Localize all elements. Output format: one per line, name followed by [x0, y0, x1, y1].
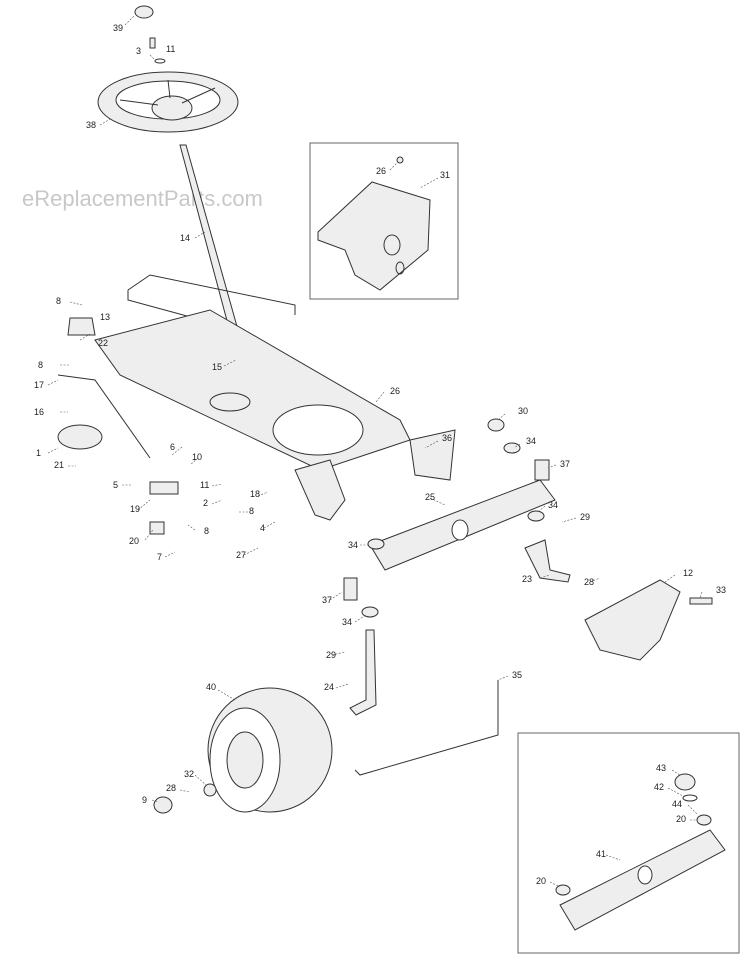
- label-8-c: 8: [204, 526, 209, 536]
- label-19: 19: [130, 504, 140, 514]
- label-32: 32: [184, 769, 194, 779]
- label-37-b: 37: [322, 595, 332, 605]
- inset-axle: [559, 829, 726, 931]
- label-44: 44: [672, 799, 682, 809]
- label-38: 38: [86, 120, 96, 130]
- label-13: 13: [100, 312, 110, 322]
- label-42: 42: [654, 782, 664, 792]
- label-1: 1: [36, 448, 41, 458]
- label-39: 39: [113, 23, 123, 33]
- tie-rod: [354, 680, 499, 776]
- label-12: 12: [683, 568, 693, 578]
- label-28-a: 28: [584, 577, 594, 587]
- steering-cap: [134, 5, 154, 19]
- label-20-c: 20: [536, 876, 546, 886]
- label-37-a: 37: [560, 459, 570, 469]
- bushing-20-inset: [696, 814, 712, 826]
- bolt-33: [689, 597, 713, 605]
- part-labels: 39 3 11 38 14 26 31 8 13 22 8 17 16 1 21…: [34, 23, 726, 886]
- label-22: 22: [98, 338, 108, 348]
- drag-link: [57, 374, 151, 459]
- label-11-b: 11: [200, 480, 209, 490]
- label-33: 33: [716, 585, 726, 595]
- label-5: 5: [113, 480, 118, 490]
- label-29-b: 29: [326, 650, 336, 660]
- label-6: 6: [170, 442, 175, 452]
- label-16: 16: [34, 407, 44, 417]
- steering-gear-1: [57, 424, 103, 450]
- label-15: 15: [212, 362, 222, 372]
- bushing-20: [149, 521, 165, 535]
- ring-42: [682, 794, 698, 802]
- label-34-b: 34: [548, 500, 558, 510]
- label-17: 17: [34, 380, 44, 390]
- arm-19: [149, 481, 179, 495]
- plate-22: [67, 317, 96, 336]
- label-2: 2: [203, 498, 208, 508]
- label-10: 10: [192, 452, 202, 462]
- label-9: 9: [142, 795, 147, 805]
- label-20-a: 20: [129, 536, 139, 546]
- cap-9: [153, 796, 173, 814]
- label-34-a: 34: [526, 436, 536, 446]
- washer-11: [154, 58, 166, 64]
- label-36: 36: [442, 433, 452, 443]
- label-14: 14: [180, 233, 190, 243]
- label-3: 3: [136, 46, 141, 56]
- bolt-3: [149, 37, 156, 49]
- bushing-34c: [367, 538, 385, 550]
- front-axle: [369, 479, 556, 571]
- label-35: 35: [512, 670, 522, 680]
- cap-43: [674, 773, 696, 791]
- label-24: 24: [324, 682, 334, 692]
- washer-32: [203, 783, 217, 797]
- label-34-c: 34: [348, 540, 358, 550]
- steering-wheel: [97, 71, 239, 133]
- label-8-a: 8: [56, 296, 61, 306]
- nut-26-inset: [396, 156, 404, 164]
- label-21: 21: [54, 460, 64, 470]
- steering-bracket: [317, 181, 431, 291]
- bushing-34a: [503, 442, 521, 454]
- spindle-24: [349, 629, 377, 716]
- inset-frame-bracket: [309, 142, 459, 300]
- label-43: 43: [656, 763, 666, 773]
- bushing-37-top: [534, 459, 550, 481]
- label-34-d: 34: [342, 617, 352, 627]
- label-11: 11: [166, 44, 175, 54]
- label-25: 25: [425, 492, 435, 502]
- label-20-b: 20: [676, 814, 686, 824]
- label-41: 41: [596, 849, 606, 859]
- label-7: 7: [157, 552, 162, 562]
- label-4: 4: [260, 523, 265, 533]
- label-23: 23: [522, 574, 532, 584]
- bushing-34b: [527, 510, 545, 522]
- label-28-b: 28: [166, 783, 176, 793]
- label-26-inset: 26: [376, 166, 386, 176]
- cap-30: [487, 418, 505, 432]
- bushing-37-bottom: [343, 577, 358, 601]
- axle-bracket-12: [584, 579, 681, 661]
- front-wheel: [207, 687, 333, 813]
- inset-frame-axle: [517, 732, 740, 954]
- label-31: 31: [440, 170, 450, 180]
- label-26: 26: [390, 386, 400, 396]
- watermark: eReplacementParts.com: [22, 186, 263, 211]
- label-29-a: 29: [580, 512, 590, 522]
- label-8-b: 8: [38, 360, 43, 370]
- chassis-frame: [94, 274, 456, 521]
- bushing-20-inset-low: [555, 884, 571, 896]
- label-40: 40: [206, 682, 216, 692]
- label-8-d: 8: [249, 506, 254, 516]
- label-18: 18: [250, 489, 260, 499]
- label-30: 30: [518, 406, 528, 416]
- label-27: 27: [236, 550, 246, 560]
- bushing-34d: [361, 606, 379, 618]
